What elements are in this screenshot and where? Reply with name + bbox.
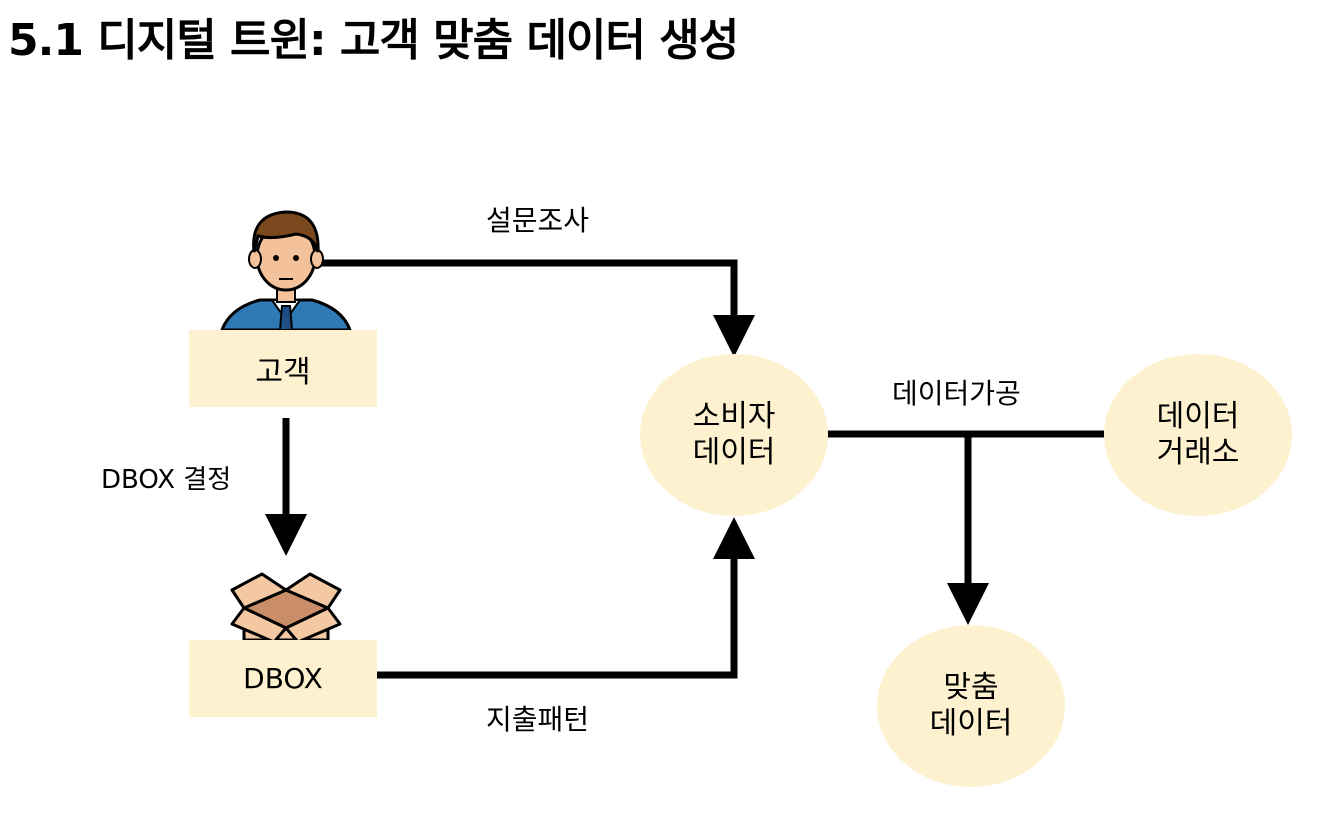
custom-data-node: 맞춤 데이터 xyxy=(877,625,1065,787)
dbox-node: DBOX xyxy=(189,640,377,717)
survey-arrow xyxy=(312,259,755,357)
spending-pattern-arrow xyxy=(377,517,755,679)
page-title: 5.1 디지털 트윈: 고객 맞춤 데이터 생성 xyxy=(8,15,739,66)
consumer-data-node: 소비자 데이터 xyxy=(640,354,828,516)
consumer-data-label-1: 소비자 xyxy=(692,399,776,434)
consumer-data-label-2: 데이터 xyxy=(692,435,776,470)
survey-label: 설문조사 xyxy=(486,204,590,237)
spending-pattern-label: 지출패턴 xyxy=(486,703,590,736)
data-exchange-node: 데이터 거래소 xyxy=(1104,354,1292,516)
data-exchange-label-2: 거래소 xyxy=(1156,435,1240,470)
custom-data-label-2: 데이터 xyxy=(929,706,1013,741)
open-box-icon xyxy=(230,572,342,644)
data-exchange-label-1: 데이터 xyxy=(1156,399,1240,434)
businessman-icon xyxy=(219,210,353,332)
data-processing-label: 데이터가공 xyxy=(892,377,1021,410)
dbox-decision-label: DBOX 결정 xyxy=(101,465,232,495)
custom-data-label-1: 맞춤 xyxy=(943,670,999,705)
customer-label: 고객 xyxy=(255,354,311,390)
dbox-label: DBOX xyxy=(243,662,323,695)
customer-node: 고객 xyxy=(189,330,377,407)
